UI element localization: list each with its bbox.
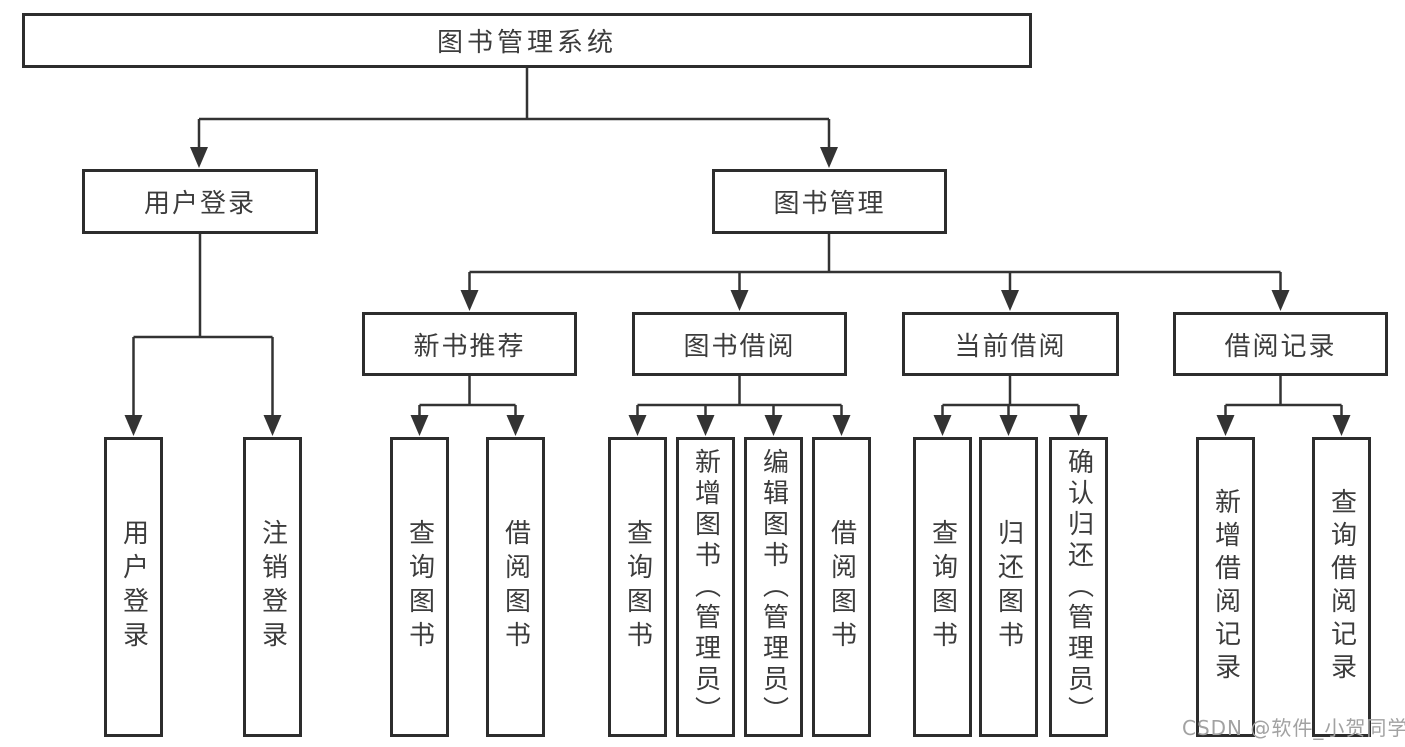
node-new-book-recommend-label: 新书推荐 [413, 331, 526, 362]
leaf-user-login: 用户登录 [104, 437, 163, 737]
node-book-management-label: 图书管理 [773, 189, 886, 219]
leaf-borrowing-add-books-admin-label: 新增图书（管理员） [690, 447, 721, 727]
leaf-current-confirm-return-admin: 确认归还（管理员） [1049, 437, 1108, 737]
node-user-login-label: 用户登录 [143, 189, 256, 219]
leaf-current-return-books: 归还图书 [979, 437, 1038, 737]
leaf-records-search-record: 查询借阅记录 [1312, 437, 1371, 737]
node-book-borrowing: 图书借阅 [632, 312, 847, 376]
leaf-borrowing-search-books: 查询图书 [608, 437, 667, 737]
leaf-borrowing-add-books-admin: 新增图书（管理员） [676, 437, 735, 737]
leaf-recommend-search-books: 查询图书 [390, 437, 449, 737]
node-current-borrowing: 当前借阅 [902, 312, 1119, 376]
node-root-label: 图书管理系统 [436, 28, 617, 58]
node-borrowing-records-label: 借阅记录 [1224, 331, 1337, 362]
leaf-borrowing-borrow-books: 借阅图书 [812, 437, 871, 737]
node-book-management: 图书管理 [712, 169, 947, 234]
arrowheads [124, 147, 1351, 436]
node-user-login: 用户登录 [82, 169, 318, 234]
leaf-current-search-books-label: 查询图书 [927, 519, 958, 655]
node-root: 图书管理系统 [22, 13, 1032, 68]
leaf-logout: 注销登录 [243, 437, 302, 737]
node-current-borrowing-label: 当前借阅 [954, 331, 1067, 362]
leaf-user-login-label: 用户登录 [118, 519, 149, 655]
leaf-recommend-borrow-books: 借阅图书 [486, 437, 545, 737]
node-borrowing-records: 借阅记录 [1173, 312, 1388, 376]
leaf-records-search-record-label: 查询借阅记录 [1326, 488, 1357, 686]
leaf-recommend-search-books-label: 查询图书 [404, 519, 435, 655]
leaf-borrowing-edit-books-admin-label: 编辑图书（管理员） [758, 447, 789, 727]
csdn-watermark: CSDN @软件_小贺同学 [1182, 716, 1405, 740]
leaf-borrowing-edit-books-admin: 编辑图书（管理员） [744, 437, 803, 737]
leaf-borrowing-search-books-label: 查询图书 [622, 519, 653, 655]
leaf-records-add-record-label: 新增借阅记录 [1210, 488, 1241, 686]
leaf-borrowing-borrow-books-label: 借阅图书 [826, 519, 857, 655]
node-book-borrowing-label: 图书借阅 [683, 331, 796, 362]
leaf-logout-label: 注销登录 [257, 519, 288, 655]
leaf-current-return-books-label: 归还图书 [993, 519, 1024, 655]
node-new-book-recommend: 新书推荐 [362, 312, 577, 376]
leaf-current-confirm-return-admin-label: 确认归还（管理员） [1063, 447, 1094, 727]
leaf-recommend-borrow-books-label: 借阅图书 [500, 519, 531, 655]
leaf-current-search-books: 查询图书 [913, 437, 972, 737]
leaf-records-add-record: 新增借阅记录 [1196, 437, 1255, 737]
